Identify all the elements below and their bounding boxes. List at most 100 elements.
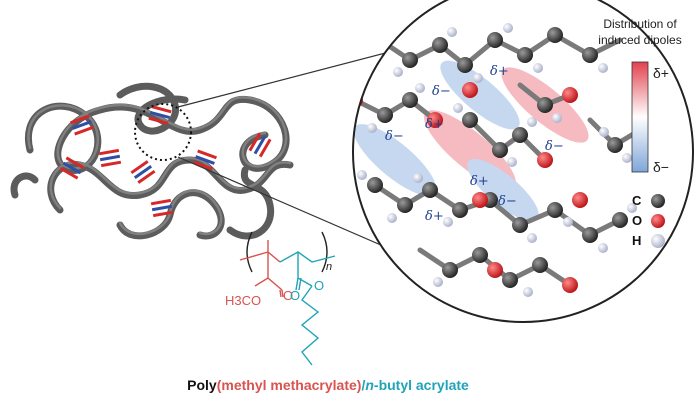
- coil-dipole-2: [148, 105, 172, 125]
- dipole-ellipse-negative: [440, 60, 520, 130]
- oxygen-atom: [487, 262, 503, 278]
- carbon-atom: [512, 127, 528, 143]
- mma-carbonyl-o-label: O: [283, 288, 293, 303]
- hydrogen-atom: [367, 123, 377, 133]
- hydrogen-atom: [599, 127, 609, 137]
- repeat-bracket-right: [321, 231, 328, 273]
- oxygen-atom: [572, 192, 588, 208]
- carbon-atom: [517, 47, 533, 63]
- oxygen-atom: [427, 112, 443, 128]
- hydrogen-atom: [598, 243, 608, 253]
- atom-key-carbon-swatch: [651, 194, 665, 208]
- atom-key-hydrogen-swatch: [651, 234, 665, 248]
- legend-title-line1: Distribution of: [603, 17, 677, 31]
- oxygen-atom: [472, 192, 488, 208]
- caption-n: n: [365, 377, 374, 393]
- copolymer-structure: H3CO O O O n: [225, 231, 336, 366]
- hydrogen-atom: [523, 287, 533, 297]
- caption-mma: (methyl methacrylate): [217, 377, 362, 393]
- carbon-atom: [377, 107, 393, 123]
- oxygen-atom: [372, 32, 388, 48]
- coil-dipole-8: [150, 198, 174, 218]
- scale-positive-label: δ+: [653, 65, 669, 81]
- carbon-atom: [547, 27, 563, 43]
- delta-minus-label: δ−: [432, 84, 451, 99]
- atom-key-oxygen-swatch: [651, 214, 665, 228]
- coil-dipole-3: [98, 148, 122, 168]
- hydrogen-atom: [453, 103, 463, 113]
- repeat-index-label: n: [326, 261, 332, 273]
- hydrogen-atom: [552, 113, 562, 123]
- carbon-atom: [442, 262, 458, 278]
- hydrogen-atom: [622, 153, 632, 163]
- carbon-atom: [532, 257, 548, 273]
- carbon-atoms: [367, 27, 628, 288]
- partial-charge-labels: δ+ δ− δ+ δ− δ+ δ− δ+ δ−: [385, 64, 564, 224]
- dipole-ellipse-negative: [467, 158, 539, 222]
- carbon-atom: [612, 212, 628, 228]
- caption-poly: Poly: [187, 377, 217, 393]
- dipole-color-scale: [631, 61, 649, 173]
- carbon-atom: [402, 92, 418, 108]
- oxygen-atom: [562, 277, 578, 293]
- atom-key-label-carbon: C: [632, 193, 642, 208]
- delta-plus-label: δ+: [425, 117, 444, 132]
- delta-minus-label: δ−: [498, 194, 517, 209]
- carbon-atom: [537, 97, 553, 113]
- atom-key-label-hydrogen: H: [632, 233, 641, 248]
- carbon-atom: [512, 217, 528, 233]
- oxygen-atom: [537, 152, 553, 168]
- magnified-view: δ+ δ− δ+ δ− δ+ δ− δ+ δ−: [352, 0, 694, 323]
- ester-methoxy-label: H3CO: [225, 293, 261, 308]
- hydrogen-atom: [387, 213, 397, 223]
- hydrogen-atom: [527, 117, 537, 127]
- coil-dipole-1: [70, 114, 94, 136]
- atom-key: C O H: [632, 193, 665, 248]
- coil-dipole-segments: [59, 105, 272, 218]
- hydrogen-atom: [357, 170, 367, 180]
- carbon-atom: [367, 177, 383, 193]
- mma-unit: [239, 240, 284, 298]
- oxygen-atom: [462, 82, 478, 98]
- ba-ester-o-label: O: [314, 278, 324, 293]
- hydrogen-atom: [433, 277, 443, 287]
- carbon-atom: [472, 247, 488, 263]
- hydrogen-atom: [507, 157, 517, 167]
- carbon-atom: [452, 202, 468, 218]
- polymer-name-caption: Poly(methyl methacrylate)/n-butyl acryla…: [187, 377, 469, 393]
- carbon-atom: [422, 182, 438, 198]
- carbon-atom: [402, 52, 418, 68]
- carbon-atom: [492, 142, 508, 158]
- ba-unit: [279, 251, 336, 366]
- magnified-circle-border: [352, 0, 694, 323]
- caption-ba: -butyl acrylate: [374, 377, 469, 393]
- hydrogen-atom: [413, 173, 423, 183]
- hydrogen-atom: [473, 73, 483, 83]
- delta-minus-label: δ−: [545, 139, 564, 154]
- hydrogen-atom: [393, 67, 403, 77]
- carbon-atom: [582, 227, 598, 243]
- delta-plus-label: δ+: [425, 209, 444, 224]
- hydrogen-atoms: [357, 23, 637, 297]
- delta-plus-label: δ+: [470, 174, 489, 189]
- carbon-atom: [432, 37, 448, 53]
- coil-dipole-7: [248, 132, 272, 158]
- coil-dipole-4: [59, 156, 85, 180]
- delta-minus-label: δ−: [385, 129, 404, 144]
- scale-negative-label: δ−: [653, 159, 669, 175]
- oxygen-atom: [562, 87, 578, 103]
- hydrogen-atom: [527, 233, 537, 243]
- carbon-atom: [397, 197, 413, 213]
- hydrogen-atom: [447, 27, 457, 37]
- hydrogen-atom: [563, 217, 573, 227]
- hydrogen-atom: [503, 23, 513, 33]
- ba-carbonyl-o-label: O: [290, 288, 300, 303]
- hydrogen-atom: [443, 217, 453, 227]
- zoom-selection-circle: [134, 103, 192, 161]
- dipole-legend: Distribution of induced dipoles δ+ δ−: [598, 17, 681, 175]
- hydrogen-atom: [598, 63, 608, 73]
- carbon-atom: [457, 57, 473, 73]
- caption-slash: /: [361, 377, 365, 393]
